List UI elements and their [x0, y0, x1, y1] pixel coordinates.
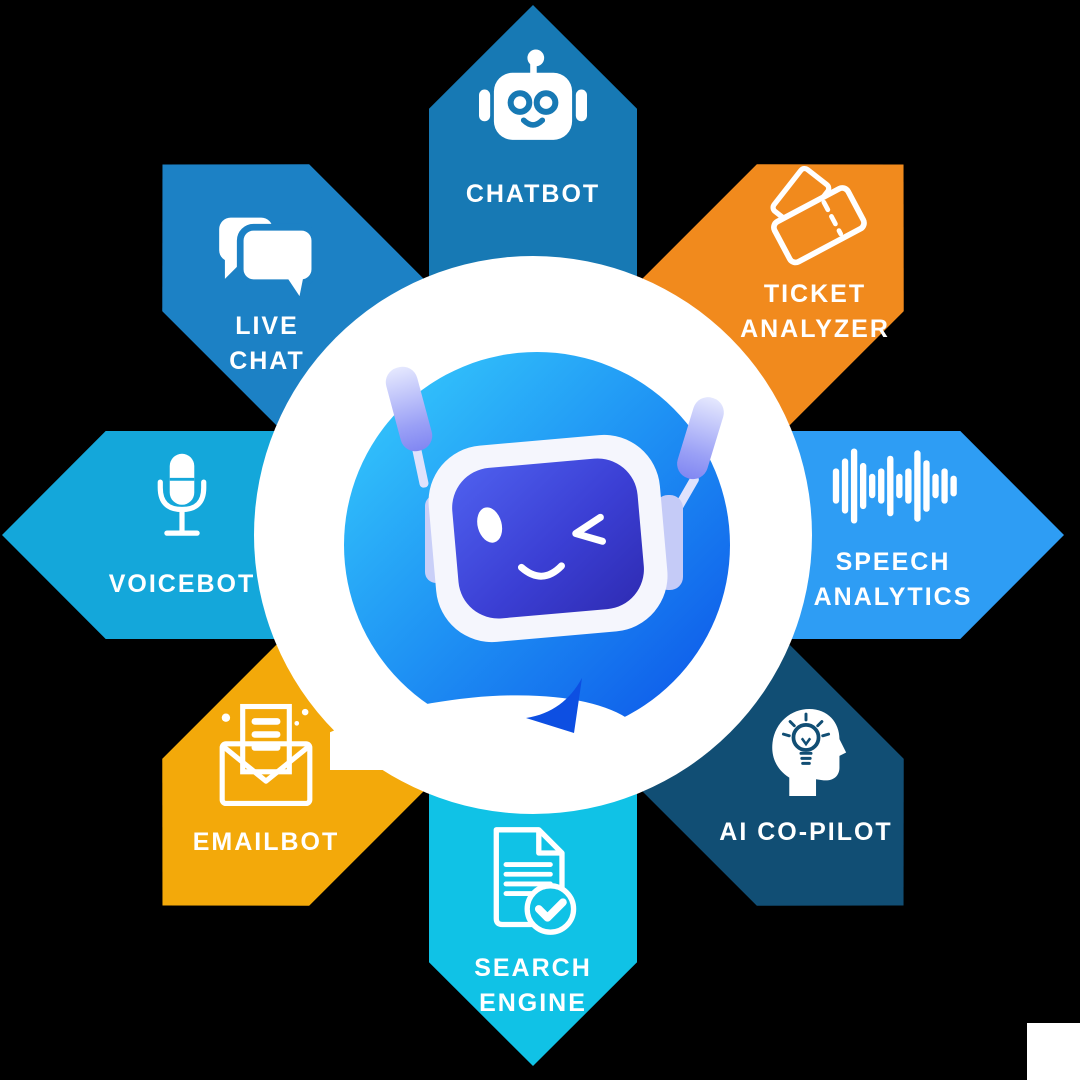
chatbot-mascot	[330, 352, 730, 770]
segment-label: AI CO-PILOT	[719, 818, 893, 846]
group-speech-analytics: SPEECH ANALYTICS	[793, 448, 993, 615]
robot-head-icon	[479, 48, 587, 151]
eye-wink	[572, 513, 606, 545]
group-chatbot: CHATBOT	[433, 48, 633, 212]
group-ai-co-pilot: AI CO-PILOT	[706, 704, 906, 850]
group-voicebot: VOICEBOT	[82, 450, 282, 602]
group-ticket-analyzer: TICKET ANALYZER	[715, 164, 915, 347]
segment-label: EMAILBOT	[192, 828, 340, 856]
eye-left	[477, 507, 503, 543]
segment-label: TICKET ANALYZER	[740, 280, 890, 343]
tickets-icon	[753, 164, 877, 273]
document-check-icon	[487, 824, 579, 943]
chat-bubbles-icon	[213, 210, 321, 303]
antenna-left	[385, 366, 433, 488]
smile	[517, 562, 565, 580]
segment-label: SEARCH ENGINE	[474, 954, 592, 1017]
group-search-engine: SEARCH ENGINE	[429, 824, 637, 1021]
soundwave-icon	[826, 448, 960, 529]
segment-label: VOICEBOT	[108, 570, 256, 598]
group-emailbot: EMAILBOT	[166, 702, 366, 860]
group-live-chat: LIVE CHAT	[167, 210, 367, 379]
face-screen	[452, 458, 644, 619]
corner-square	[1027, 1023, 1080, 1080]
head-lightbulb-icon	[764, 704, 848, 801]
segment-label: SPEECH ANALYTICS	[813, 548, 973, 611]
segment-label: LIVE CHAT	[229, 312, 305, 375]
bubble-tail	[526, 678, 582, 733]
microphone-icon	[148, 450, 216, 557]
open-envelope-icon	[211, 702, 321, 813]
segment-label: CHATBOT	[465, 180, 601, 208]
robot-face	[428, 434, 668, 643]
